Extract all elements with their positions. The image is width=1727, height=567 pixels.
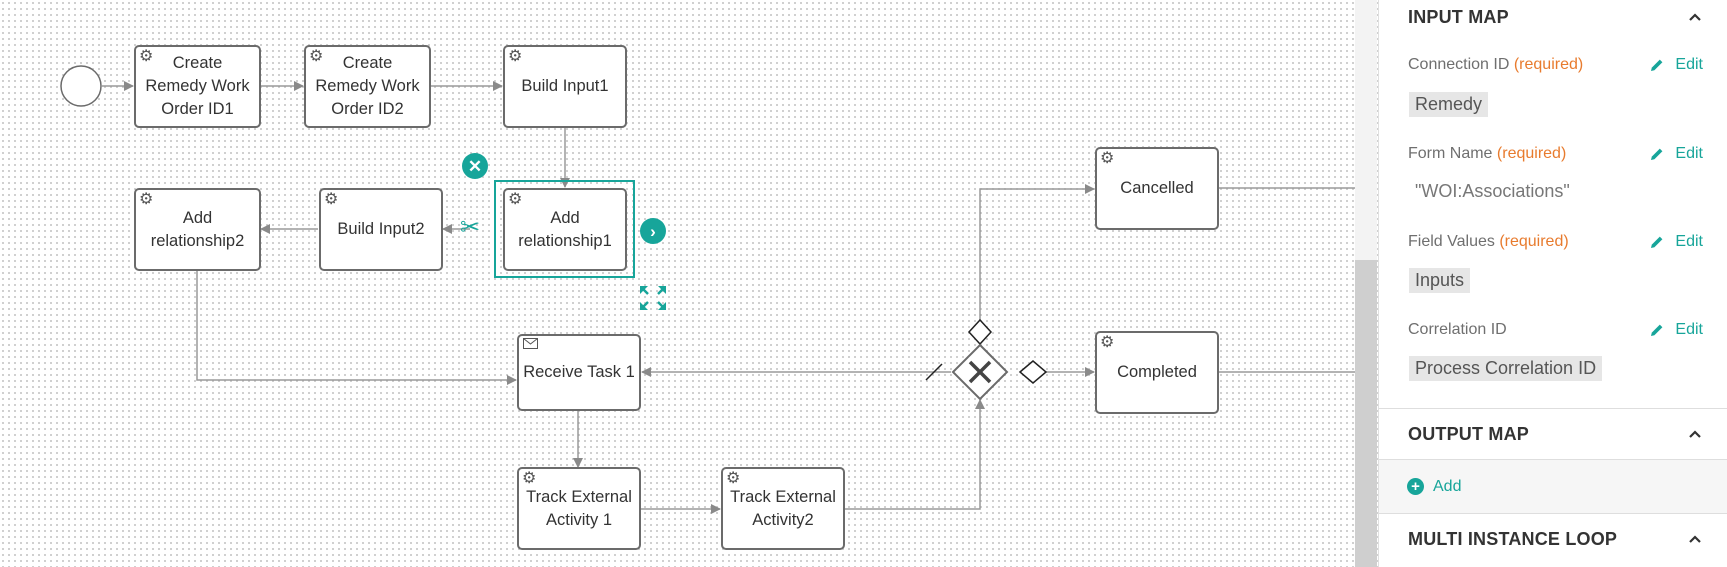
task-label: Track External Activity2 bbox=[730, 487, 836, 529]
add-label: Add bbox=[1433, 477, 1462, 495]
section-divider bbox=[1379, 459, 1727, 460]
selection-frame bbox=[494, 180, 635, 278]
multi-instance-loop-header[interactable]: MULTI INSTANCE LOOP bbox=[1379, 514, 1727, 564]
task-add-relationship2[interactable]: ⚙ Add relationship2 bbox=[134, 188, 261, 271]
task-add-relationship1[interactable]: ⚙ Add relationship1 bbox=[503, 188, 627, 271]
task-build-input2[interactable]: ⚙ Build Input2 bbox=[319, 188, 443, 271]
section-divider bbox=[1379, 408, 1727, 409]
default-flow-slash bbox=[925, 363, 943, 381]
gear-icon: ⚙ bbox=[139, 191, 154, 208]
conditional-flow-diamond-right bbox=[1018, 360, 1048, 384]
gear-icon: ⚙ bbox=[508, 48, 523, 65]
form-name-label: Form Name (required) bbox=[1408, 145, 1567, 162]
connection-id-edit-button[interactable]: Edit bbox=[1649, 56, 1703, 74]
task-label: Completed bbox=[1117, 363, 1197, 381]
correlation-id-label: Correlation ID bbox=[1408, 321, 1507, 338]
task-label: Create Remedy Work Order ID1 bbox=[145, 54, 250, 118]
output-map-title: OUTPUT MAP bbox=[1408, 423, 1529, 444]
correlation-id-edit-button[interactable]: Edit bbox=[1649, 321, 1703, 339]
expand-icon[interactable] bbox=[638, 284, 668, 312]
next-step-button[interactable]: › bbox=[640, 218, 666, 244]
task-create-remedy-work-order-id2[interactable]: ⚙ Create Remedy Work Order ID2 bbox=[304, 45, 431, 128]
exclusive-gateway[interactable] bbox=[951, 343, 1009, 401]
canvas-scrollbar-thumb[interactable] bbox=[1355, 260, 1377, 567]
task-label: Create Remedy Work Order ID2 bbox=[315, 54, 420, 118]
process-canvas[interactable]: ⚙ Create Remedy Work Order ID1 ⚙ Create … bbox=[0, 0, 1378, 567]
task-build-input1[interactable]: ⚙ Build Input1 bbox=[503, 45, 627, 128]
input-map-title: INPUT MAP bbox=[1408, 6, 1509, 27]
task-track-external-activity-1[interactable]: ⚙ Track External Activity 1 bbox=[517, 467, 641, 550]
task-cancelled[interactable]: ⚙ Cancelled bbox=[1095, 147, 1219, 230]
task-label: Add relationship1 bbox=[518, 208, 612, 250]
pencil-icon bbox=[1651, 324, 1663, 336]
field-values-label: Field Values (required) bbox=[1408, 233, 1569, 250]
gear-icon: ⚙ bbox=[726, 470, 741, 487]
task-track-external-activity2[interactable]: ⚙ Track External Activity2 bbox=[721, 467, 845, 550]
task-label: Add relationship2 bbox=[150, 208, 245, 250]
field-values-value: Inputs bbox=[1409, 268, 1471, 293]
output-map-header[interactable]: OUTPUT MAP bbox=[1379, 409, 1727, 459]
multi-instance-loop-title: MULTI INSTANCE LOOP bbox=[1408, 528, 1618, 549]
flow-addrel2-to-receive[interactable] bbox=[196, 271, 517, 385]
gear-icon: ⚙ bbox=[1100, 334, 1115, 351]
connection-id-value: Remedy bbox=[1409, 92, 1489, 117]
pencil-icon bbox=[1651, 236, 1663, 248]
flow-track2-to-gateway[interactable] bbox=[845, 399, 985, 510]
receive-task-1[interactable]: Receive Task 1 bbox=[517, 334, 641, 411]
chevron-up-icon[interactable] bbox=[1688, 427, 1702, 441]
plus-circle-icon: + bbox=[1407, 478, 1424, 495]
correlation-id-value: Process Correlation ID bbox=[1409, 356, 1603, 381]
start-event[interactable] bbox=[60, 65, 102, 107]
gear-icon: ⚙ bbox=[508, 191, 523, 208]
section-divider bbox=[1379, 513, 1727, 514]
flow-gateway-to-cancelled[interactable] bbox=[979, 184, 1095, 345]
properties-panel: INPUT MAP Connection ID (required) Edit … bbox=[1378, 0, 1727, 567]
pencil-icon bbox=[1651, 148, 1663, 160]
gear-icon: ⚙ bbox=[324, 191, 339, 208]
task-create-remedy-work-order-id1[interactable]: ⚙ Create Remedy Work Order ID1 bbox=[134, 45, 261, 128]
chevron-up-icon[interactable] bbox=[1688, 10, 1702, 24]
connection-id-label: Connection ID (required) bbox=[1408, 56, 1584, 73]
delete-element-button[interactable]: ✕ bbox=[462, 153, 488, 179]
task-completed[interactable]: ⚙ Completed bbox=[1095, 331, 1219, 414]
gear-icon: ⚙ bbox=[309, 48, 324, 65]
conditional-flow-diamond-top bbox=[967, 318, 993, 346]
envelope-icon bbox=[523, 338, 538, 349]
task-label: Cancelled bbox=[1120, 179, 1194, 197]
field-values-edit-button[interactable]: Edit bbox=[1649, 233, 1703, 251]
pencil-icon bbox=[1651, 59, 1663, 71]
form-name-edit-button[interactable]: Edit bbox=[1649, 145, 1703, 163]
task-label: Build Input1 bbox=[521, 77, 609, 95]
scissors-icon[interactable]: ✂ bbox=[460, 214, 481, 241]
chevron-up-icon[interactable] bbox=[1688, 532, 1702, 546]
task-label: Receive Task 1 bbox=[523, 363, 635, 381]
gear-icon: ⚙ bbox=[139, 48, 154, 65]
task-label: Build Input2 bbox=[337, 220, 425, 238]
gear-icon: ⚙ bbox=[1100, 150, 1115, 167]
input-map-header[interactable]: INPUT MAP bbox=[1379, 0, 1727, 42]
close-icon: ✕ bbox=[467, 156, 483, 176]
output-map-add-button[interactable]: + Add bbox=[1379, 460, 1727, 513]
chevron-right-icon: › bbox=[650, 221, 656, 241]
gear-icon: ⚙ bbox=[522, 470, 537, 487]
sequence-flows bbox=[60, 65, 1355, 514]
form-name-value: "WOI:Associations" bbox=[1415, 181, 1570, 201]
task-label: Track External Activity 1 bbox=[526, 487, 632, 529]
